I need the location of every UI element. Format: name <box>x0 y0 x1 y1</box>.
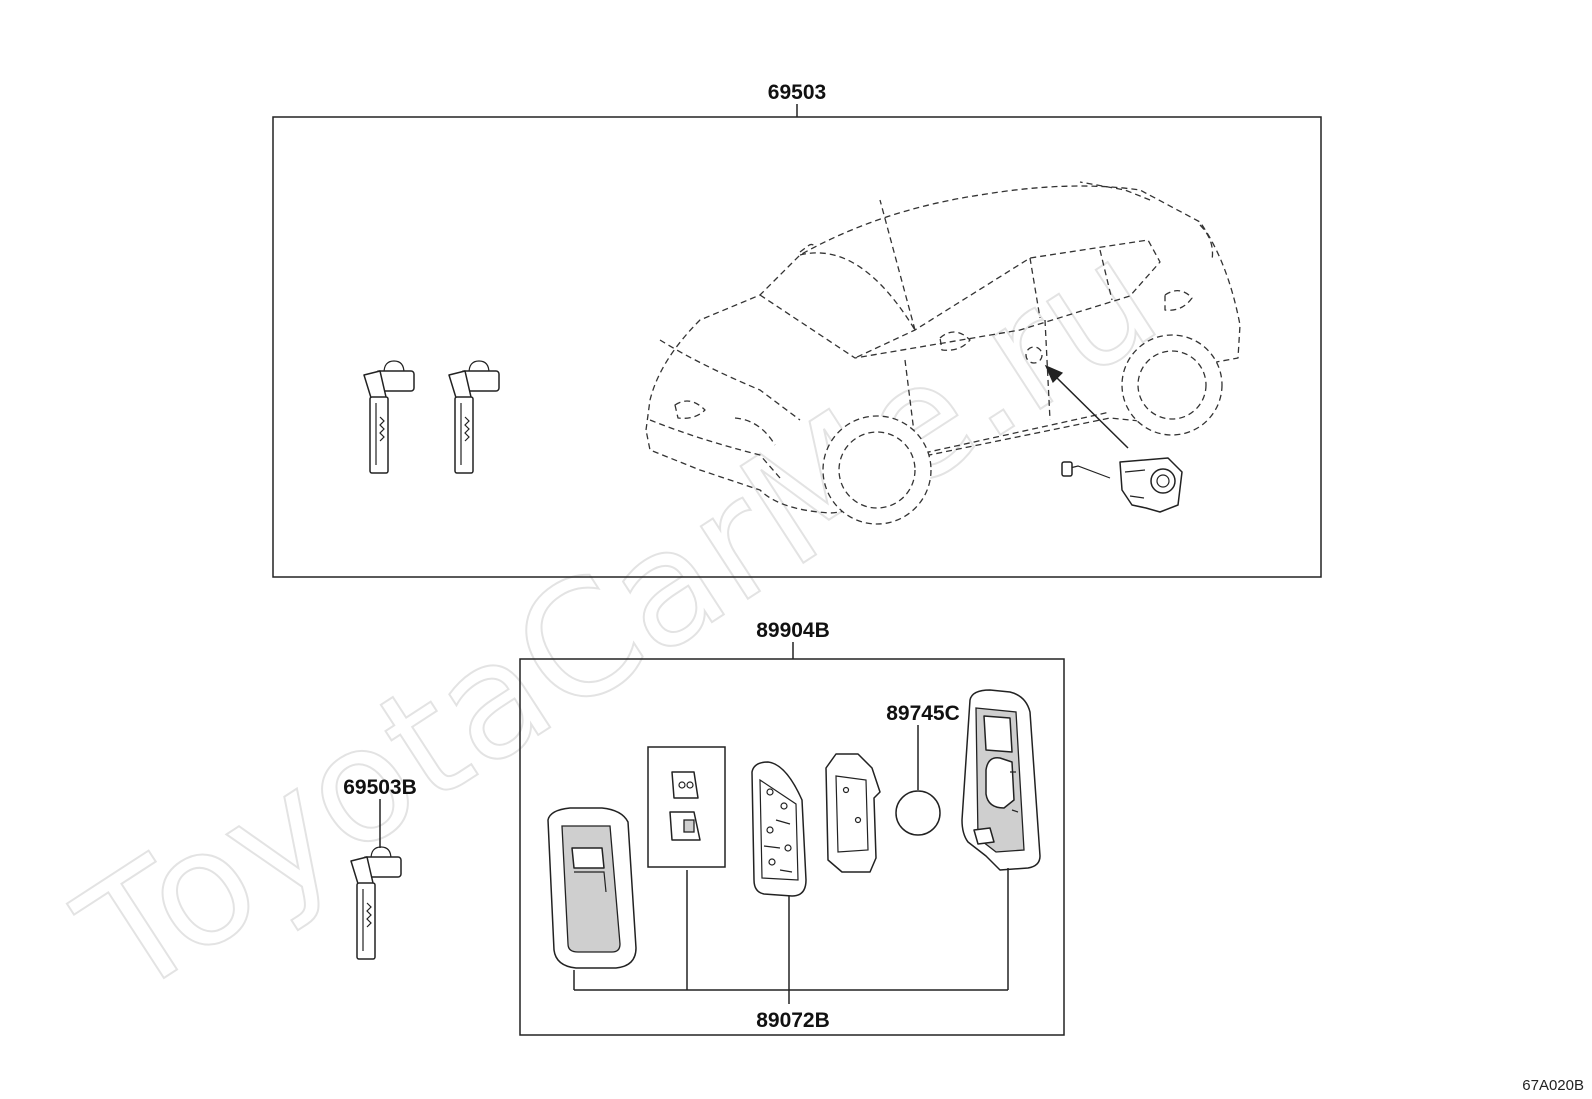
door-lock-arrow <box>1044 364 1129 449</box>
transmitter-buttons[interactable] <box>647 746 726 868</box>
label-battery[interactable]: 89745C <box>886 702 960 725</box>
coin-battery[interactable] <box>895 790 941 836</box>
housing-bracket <box>573 868 1009 1004</box>
label-transmitter-housing[interactable]: 89072B <box>756 1009 830 1032</box>
label-spare-key[interactable]: 69503B <box>343 776 417 799</box>
mechanical-key-2[interactable] <box>448 360 500 474</box>
rear-wheel <box>1121 334 1223 436</box>
spare-mechanical-key[interactable] <box>350 846 402 960</box>
transmitter-circuit-board[interactable] <box>751 761 807 897</box>
group-spare-key: 69503B <box>343 776 417 960</box>
key-set-frame <box>272 116 1322 578</box>
transmitter-front-case[interactable] <box>547 807 637 969</box>
vehicle-illustration <box>645 181 1241 525</box>
group-key-set: 69503 <box>272 81 1322 578</box>
front-wheel <box>822 415 932 525</box>
group-transmitter-set: 89904B <box>519 619 1065 1036</box>
transmitter-module[interactable] <box>825 753 881 873</box>
transmitter-rear-case[interactable] <box>961 689 1041 871</box>
transmitter-set-frame <box>519 658 1065 1036</box>
diagram-code: 67A020B <box>1522 1077 1584 1094</box>
label-key-set[interactable]: 69503 <box>768 81 826 104</box>
label-transmitter-set[interactable]: 89904B <box>756 619 830 642</box>
mechanical-key-1[interactable] <box>363 360 415 474</box>
door-lock-cylinder[interactable] <box>1061 457 1183 513</box>
